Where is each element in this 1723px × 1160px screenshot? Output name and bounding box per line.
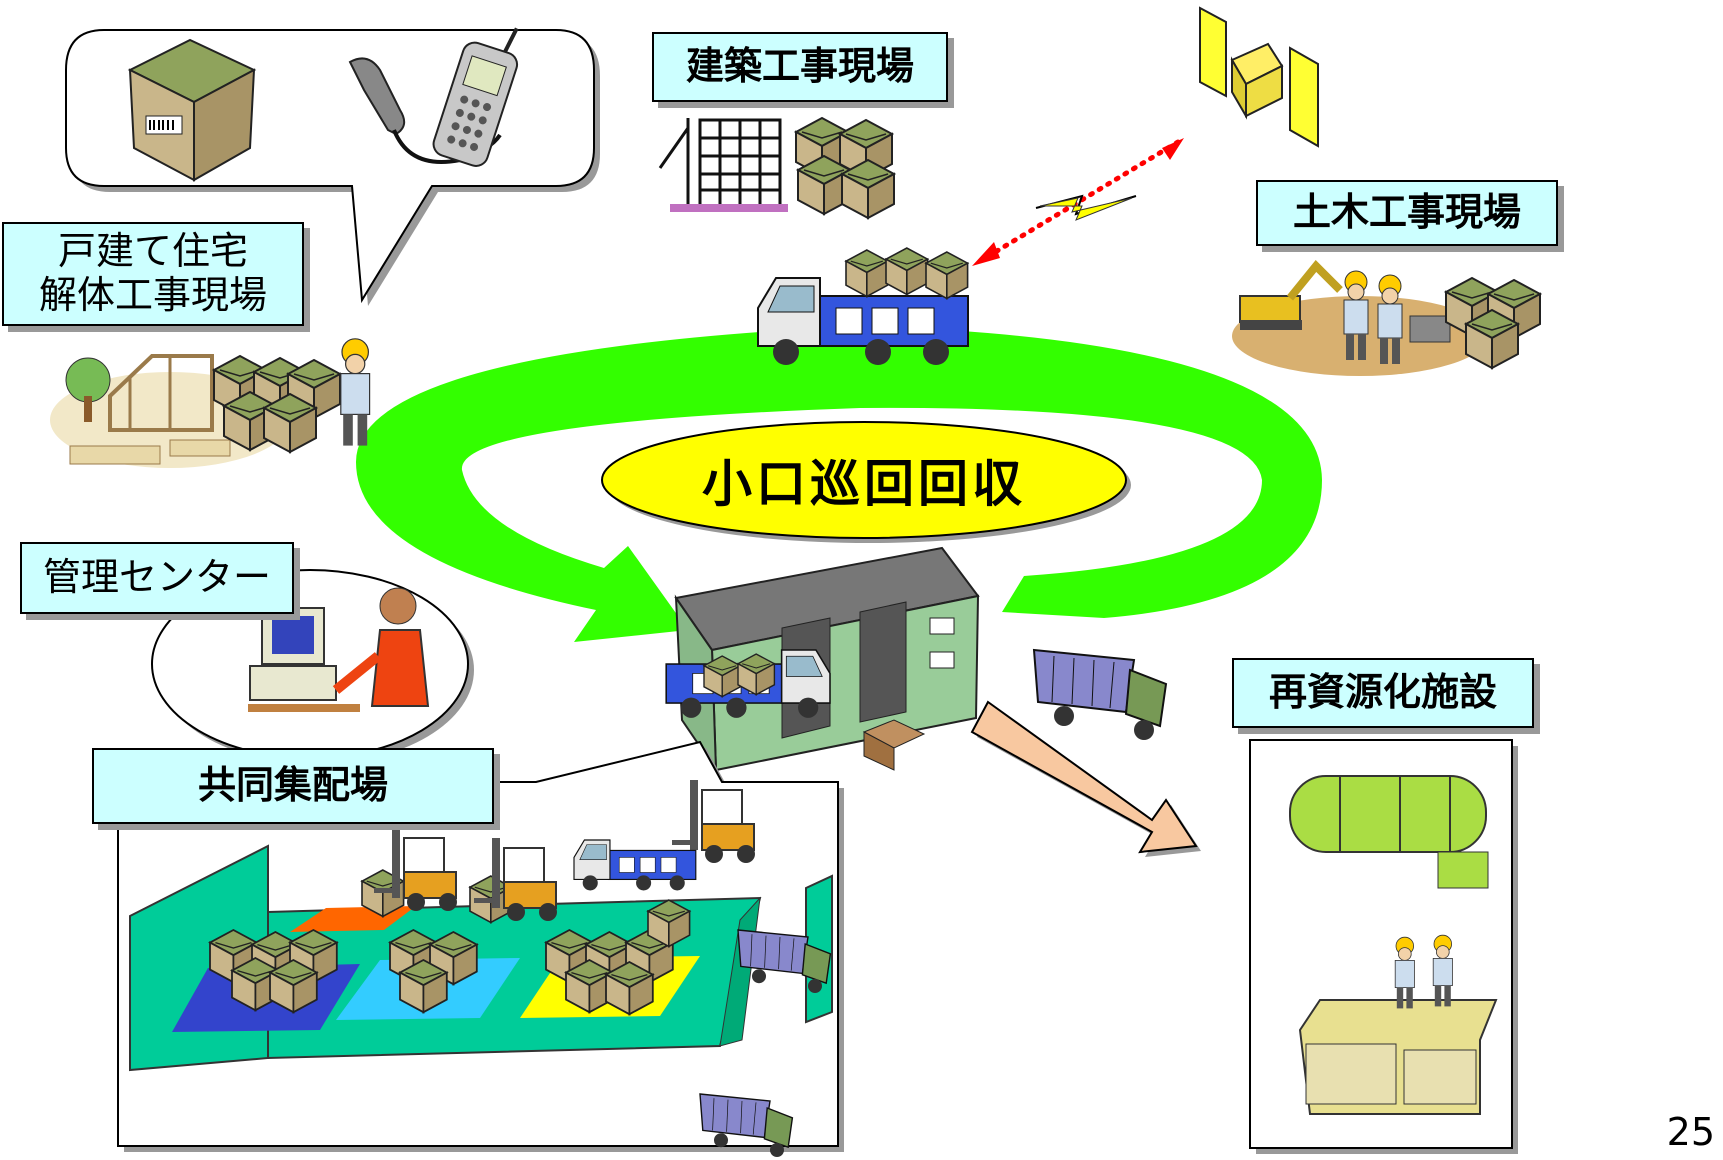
label-house-demolition-line2: 解体工事現場 bbox=[38, 273, 267, 317]
building-crane-icon bbox=[658, 118, 788, 212]
cardboard-box-icon bbox=[127, 38, 257, 182]
outflow-arrow bbox=[970, 700, 1201, 857]
recycling-plant-icon bbox=[1289, 775, 1498, 1115]
page-number: 25 bbox=[1666, 1110, 1715, 1154]
mobile-phone-icon bbox=[432, 27, 519, 167]
label-house-demolition: 戸建て住宅 解体工事現場 bbox=[2, 222, 304, 326]
label-civil-site: 土木工事現場 bbox=[1256, 180, 1558, 246]
worker-icon bbox=[340, 338, 371, 447]
label-small-lot-collection: 小口巡回回収 bbox=[702, 455, 1026, 513]
satellite-icon bbox=[1199, 6, 1319, 148]
dump-truck-icon bbox=[1033, 649, 1167, 741]
waste-bags-building bbox=[795, 117, 895, 219]
signal-link bbox=[972, 138, 1184, 266]
center-ellipse bbox=[601, 421, 1131, 543]
label-management-center: 管理センター bbox=[20, 542, 294, 614]
waste-bags-house bbox=[213, 355, 341, 453]
operator-computer-icon bbox=[248, 587, 430, 712]
label-building-site: 建築工事現場 bbox=[652, 32, 948, 102]
label-house-demolition-line1: 戸建て住宅 bbox=[57, 229, 248, 274]
collection-loop-arrow bbox=[356, 326, 1322, 642]
label-joint-depot: 共同集配場 bbox=[92, 748, 494, 824]
label-recycling-facility: 再資源化施設 bbox=[1232, 658, 1534, 728]
